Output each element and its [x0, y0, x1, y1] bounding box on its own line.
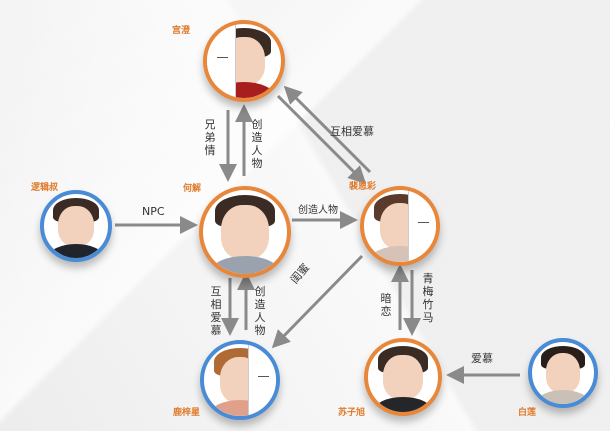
avatar-face	[545, 353, 581, 393]
avatar-body	[49, 243, 103, 258]
label-qingmei: 青梅竹马	[422, 272, 434, 324]
node-suzixu	[364, 338, 442, 416]
avatar-body	[209, 255, 281, 274]
name-peiencai: 裴恩彩	[349, 182, 377, 192]
name-bailian: 白莲	[518, 408, 537, 418]
label-xiongdiqing: 兄弟情	[204, 118, 216, 157]
avatar-face	[221, 205, 269, 259]
name-luobianshu: 逻辑叔	[31, 183, 59, 193]
name-luzixing: 鹿梓星	[173, 408, 201, 418]
node-hejie	[199, 186, 291, 278]
avatar-face	[58, 205, 94, 247]
label-anlian: 暗恋	[380, 292, 392, 318]
node-gongcheng	[203, 20, 285, 102]
label-npc: NPC	[142, 205, 165, 218]
edge-peiencai-luzixing	[271, 254, 364, 349]
name-gongcheng: 宫澄	[172, 26, 191, 36]
edge-gongcheng-peiencai-a	[276, 94, 367, 185]
node-bailian	[528, 338, 598, 408]
sketch-half	[407, 190, 436, 262]
sketch-half	[207, 24, 237, 98]
label-huxiang-1: 互相爱慕	[330, 125, 374, 138]
label-chuangzao-3: 创造人物	[254, 285, 266, 337]
sketch-half	[247, 344, 276, 416]
node-peiencai	[360, 186, 440, 266]
label-huxiang-2: 互相爱慕	[210, 285, 222, 337]
edge-gongcheng-peiencai-b	[283, 85, 372, 174]
label-chuangzao-1: 创造人物	[251, 118, 263, 170]
label-chuangzao-2: 创造人物	[298, 205, 338, 216]
name-suzixu: 苏子旭	[338, 408, 366, 418]
name-hejie: 何解	[183, 184, 202, 194]
avatar-body	[536, 390, 590, 404]
node-luobianshu	[40, 190, 112, 262]
node-luzixing	[200, 340, 280, 420]
avatar-body	[373, 396, 433, 412]
avatar-face	[383, 354, 423, 400]
label-aimu: 爱慕	[471, 352, 493, 365]
